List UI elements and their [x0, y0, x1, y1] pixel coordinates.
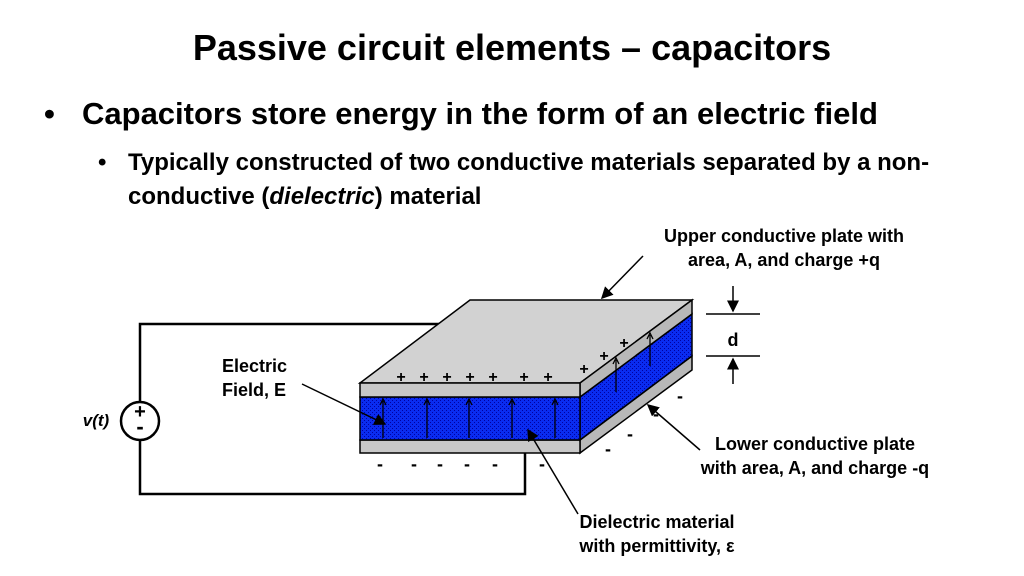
- source-minus: -: [136, 414, 143, 439]
- lower-plate-front: [359, 439, 581, 454]
- charge-plus: +: [419, 369, 428, 386]
- upper-plate-label-line1: Upper conductive plate with: [664, 226, 904, 246]
- bullet-sub-text-emphasis: dielectric: [269, 183, 375, 210]
- bullet-sub: • Typically constructed of two conductiv…: [98, 146, 998, 214]
- charge-plus: +: [579, 361, 588, 378]
- slide-title: Passive circuit elements – capacitors: [192, 27, 832, 68]
- gap-dimension: [706, 286, 760, 384]
- charge-plus: +: [599, 348, 608, 365]
- voltage-source-icon: [119, 400, 161, 442]
- bullet-main: • Capacitors store energy in the form of…: [44, 94, 1004, 134]
- upper-plate-label-line2: area, A, and charge +q: [688, 250, 880, 270]
- charge-plus: +: [543, 369, 552, 386]
- charge-plus: +: [396, 369, 405, 386]
- lower-plate-label-line1: Lower conductive plate: [715, 434, 915, 454]
- charge-plus: +: [465, 369, 474, 386]
- bullet-marker: •: [98, 149, 107, 176]
- source-plus: +: [134, 401, 146, 423]
- field-callout-line: [301, 383, 387, 425]
- positive-charges: + + + + + + + + + +: [396, 335, 628, 386]
- charge-minus: -: [539, 454, 545, 474]
- charge-minus: -: [464, 454, 470, 474]
- gap-label: d: [728, 330, 739, 350]
- bullet-main-text: Capacitors store energy in the form of a…: [82, 96, 878, 131]
- field-label-line1: Electric: [222, 356, 287, 376]
- bullet-sub-text-a: Typically constructed of two conductive …: [128, 149, 930, 210]
- charge-plus: +: [519, 369, 528, 386]
- upper-plate-front: [359, 382, 581, 398]
- bullet-marker: •: [44, 96, 55, 131]
- charge-minus: -: [627, 424, 633, 444]
- dielectric-label-line1: Dielectric material: [579, 512, 734, 532]
- lower-plate-callout-line: [646, 404, 701, 451]
- field-arrows: [379, 331, 654, 438]
- charge-minus: -: [677, 386, 683, 406]
- bullet-sub-text-b: ) material: [374, 183, 482, 210]
- charge-plus: +: [488, 369, 497, 386]
- charge-minus: -: [492, 454, 498, 474]
- dielectric-label-line2: with permittivity, ε: [578, 536, 735, 556]
- field-label-line2: Field, E: [222, 380, 286, 400]
- dielectric-callout-line: [527, 428, 579, 515]
- charge-minus: -: [437, 454, 443, 474]
- charge-minus: -: [411, 454, 417, 474]
- lower-plate-label-line2: with area, A, and charge -q: [700, 458, 929, 478]
- charge-plus: +: [619, 335, 628, 352]
- charge-minus: -: [605, 439, 611, 459]
- source-label: v(t): [83, 411, 110, 430]
- bullet-sub-text: Typically constructed of two conductive …: [128, 146, 998, 214]
- charge-minus: -: [377, 454, 383, 474]
- wire-bottom: [138, 440, 527, 496]
- dielectric-front: [359, 396, 581, 441]
- charge-plus: +: [442, 369, 451, 386]
- upper-plate-callout-line: [600, 255, 644, 300]
